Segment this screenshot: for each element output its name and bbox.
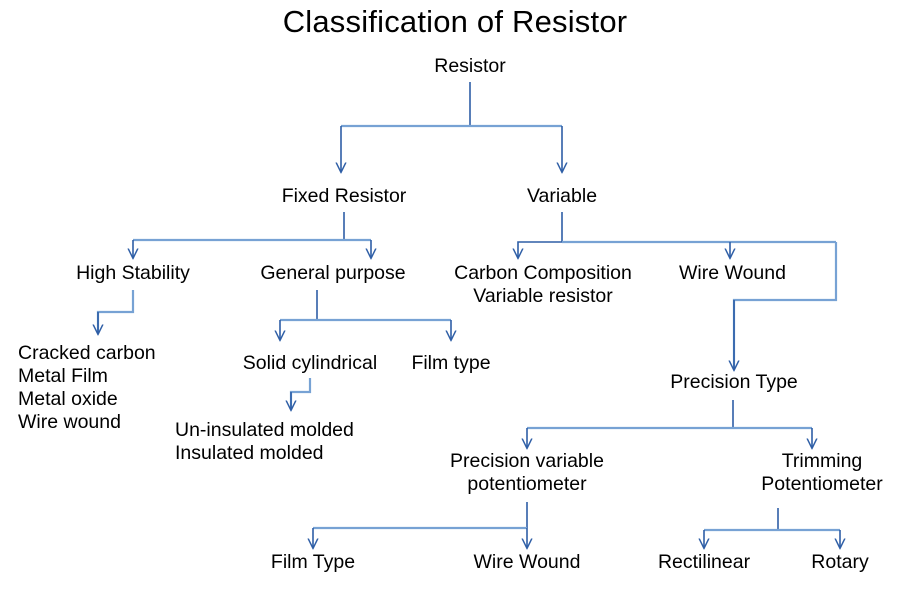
page-title: Classification of Resistor	[282, 4, 628, 39]
node-rotary[interactable]: Rotary	[811, 551, 869, 573]
node-fixed-resistor[interactable]: Fixed Resistor	[281, 185, 407, 207]
node-molded-types[interactable]: Un-insulated molded Insulated molded	[175, 419, 354, 464]
node-rectilinear[interactable]: Rectilinear	[657, 551, 751, 573]
edge-variable-to-precision-type	[732, 242, 838, 368]
node-film-type-general[interactable]: Film type	[411, 352, 491, 374]
node-wire-wound-precision[interactable]: Wire Wound	[473, 551, 581, 573]
node-trimming-potentiometer[interactable]: Trimming Potentiometer	[761, 450, 883, 495]
node-solid-cylindrical[interactable]: Solid cylindrical	[242, 352, 378, 374]
node-film-type-precision[interactable]: Film Type	[270, 551, 356, 573]
node-resistor[interactable]: Resistor	[434, 55, 506, 77]
node-precision-type[interactable]: Precision Type	[670, 371, 798, 393]
edge-solid-cylindrical-to-molded	[289, 378, 312, 408]
node-wire-wound-variable[interactable]: Wire Wound	[679, 262, 786, 284]
node-carbon-composition-variable-resistor[interactable]: Carbon Composition Variable resistor	[454, 262, 632, 307]
edge-variable-to-carbon-composition	[518, 241, 562, 258]
node-general-purpose[interactable]: General purpose	[260, 262, 406, 284]
node-high-stability-types[interactable]: Cracked carbon Metal Film Metal oxide Wi…	[18, 342, 156, 433]
node-high-stability[interactable]: High Stability	[76, 262, 190, 284]
node-precision-variable-potentiometer[interactable]: Precision variable potentiometer	[450, 450, 604, 495]
node-variable[interactable]: Variable	[526, 185, 598, 207]
edge-high-stability-to-types	[96, 290, 135, 332]
